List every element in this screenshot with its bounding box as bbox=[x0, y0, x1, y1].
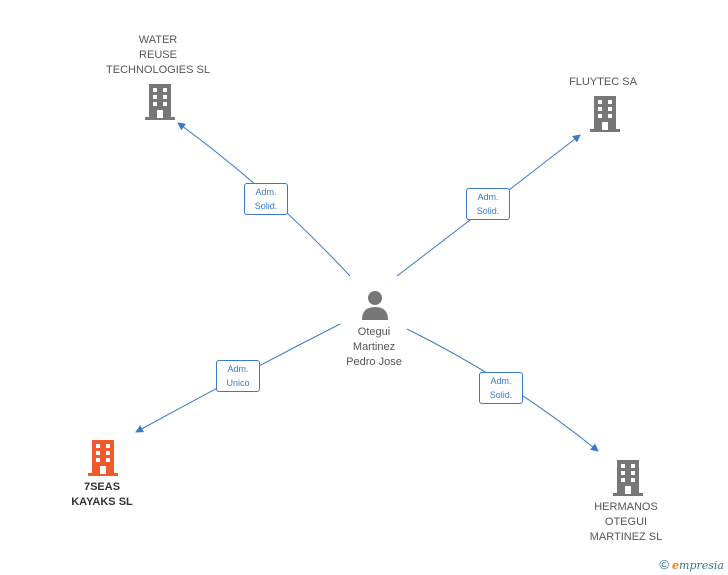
company-label-water-reuse[interactable]: WATER REUSE TECHNOLOGIES SL bbox=[106, 34, 210, 76]
building-icon[interactable] bbox=[589, 96, 621, 132]
copyright-icon: © bbox=[659, 557, 669, 572]
person-icon[interactable] bbox=[361, 290, 389, 320]
brand-logo: empresia bbox=[672, 559, 724, 572]
footer-brand: © empresia bbox=[659, 557, 724, 572]
building-icon[interactable] bbox=[144, 84, 176, 120]
edge-label-hermanos: Adm. Solid. bbox=[479, 372, 523, 404]
edge-label-sevenseas: Adm. Unico bbox=[216, 360, 260, 392]
edge-label-water-reuse: Adm. Solid. bbox=[244, 183, 288, 215]
company-label-hermanos[interactable]: HERMANOS OTEGUI MARTINEZ SL bbox=[589, 501, 663, 543]
company-label-sevenseas[interactable]: 7SEAS KAYAKS SL bbox=[71, 481, 133, 508]
building-icon[interactable] bbox=[612, 460, 644, 496]
company-label-fluytec[interactable]: FLUYTEC SA bbox=[569, 76, 637, 88]
edge-label-fluytec: Adm. Solid. bbox=[466, 188, 510, 220]
person-label[interactable]: Otegui Martinez Pedro Jose bbox=[346, 326, 402, 368]
building-icon[interactable] bbox=[87, 440, 119, 476]
